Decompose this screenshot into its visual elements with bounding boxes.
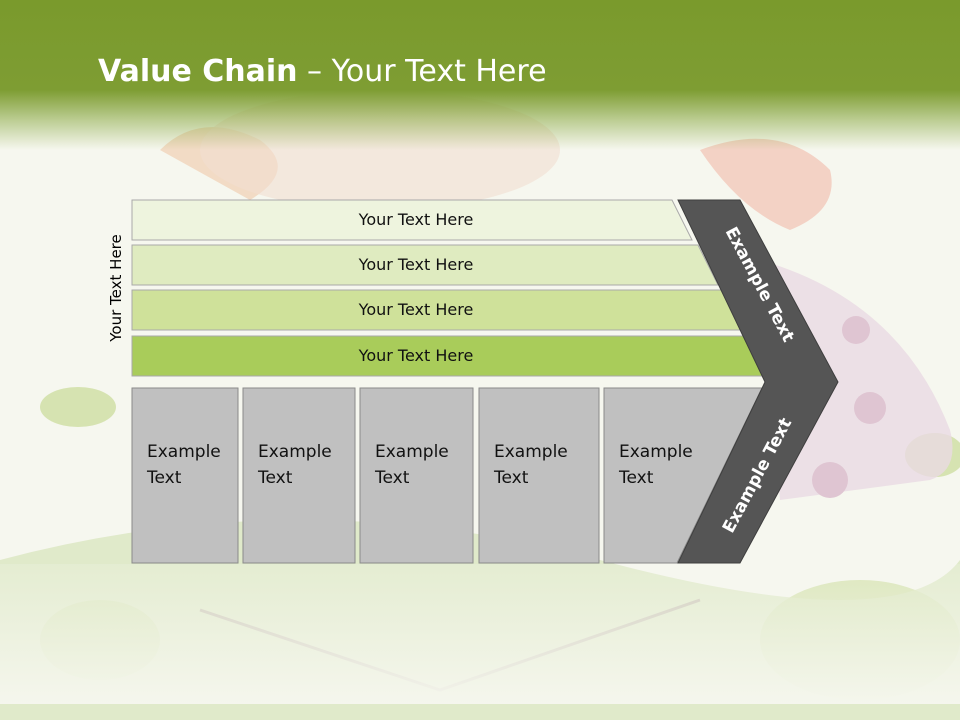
- box-label-line1: Example: [375, 442, 449, 462]
- box-label-line2: Text: [494, 468, 529, 488]
- box-label-line1: Example: [258, 442, 332, 462]
- box-label-line2: Text: [258, 468, 293, 488]
- reflection-fade: [0, 564, 960, 704]
- activity-box: [478, 387, 600, 564]
- support-bar-label: Your Text Here: [358, 346, 474, 365]
- margin-chevron-shape: [677, 199, 839, 564]
- activity-box: [359, 387, 474, 564]
- support-bar-label: Your Text Here: [358, 300, 474, 319]
- box-label-line2: Text: [147, 468, 182, 488]
- box-label-line2: Text: [619, 468, 654, 488]
- activity-box: [603, 387, 763, 564]
- title-rest: – Your Text Here: [297, 54, 547, 89]
- title-bold: Value Chain: [98, 54, 298, 89]
- activity-box: [131, 387, 239, 564]
- box-label-line1: Example: [494, 442, 568, 462]
- title-banner: [0, 0, 960, 150]
- support-bar-label: Your Text Here: [358, 255, 474, 274]
- box-label-line2: Text: [375, 468, 410, 488]
- slide-title: Value Chain – Your Text Here: [98, 54, 547, 89]
- box-label-line1: Example: [619, 442, 693, 462]
- box-label-line1: Example: [147, 442, 221, 462]
- activity-box: [242, 387, 356, 564]
- support-bar: [131, 244, 719, 286]
- support-bar-label: Your Text Here: [358, 210, 474, 229]
- support-bar: [131, 199, 693, 241]
- primary-activity-boxes: [131, 387, 763, 564]
